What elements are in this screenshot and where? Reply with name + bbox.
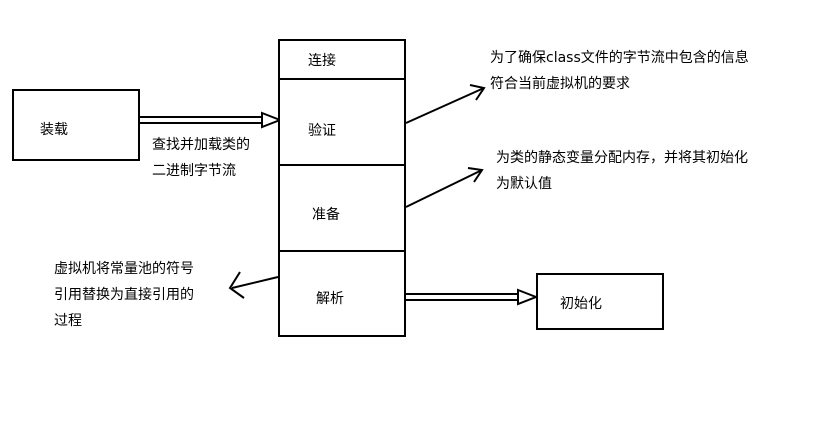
verify-annotation-line: 符合当前虚拟机的要求 (490, 76, 630, 92)
phase-verify: 验证 (280, 80, 404, 166)
phase-verify-label: 验证 (308, 123, 336, 139)
load-box-label: 装载 (40, 122, 68, 138)
phase-connect: 连接 (280, 41, 404, 80)
load-annotation-line: 查找并加载类的 (152, 137, 250, 153)
phase-resolve: 解析 (280, 252, 404, 335)
phase-connect-label: 连接 (308, 53, 336, 69)
phase-stack: 连接 验证 准备 解析 (278, 39, 406, 337)
prepare-annotation-line: 为类的静态变量分配内存，并将其初始化 (496, 150, 748, 166)
arrow-verify-to-note (405, 84, 486, 124)
prepare-annotation: 为类的静态变量分配内存，并将其初始化 为默认值 (496, 145, 748, 197)
phase-prepare-label: 准备 (312, 207, 340, 223)
prepare-annotation-line: 为默认值 (496, 176, 552, 192)
arrow-prepare-to-note (405, 167, 484, 208)
verify-annotation: 为了确保class文件的字节流中包含的信息 符合当前虚拟机的要求 (490, 45, 749, 97)
resolve-annotation-line: 过程 (54, 313, 82, 329)
init-box-label: 初始化 (560, 296, 602, 312)
arrow-resolve-to-note (228, 271, 279, 299)
arrow-resolve-to-init (404, 288, 539, 306)
arrow-load-to-verify (140, 111, 283, 129)
verify-annotation-line: 为了确保class文件的字节流中包含的信息 (490, 50, 749, 66)
phase-resolve-label: 解析 (316, 291, 344, 307)
load-annotation: 查找并加载类的 二进制字节流 (152, 132, 250, 184)
resolve-annotation-line: 引用替换为直接引用的 (54, 287, 194, 303)
resolve-annotation: 虚拟机将常量池的符号 引用替换为直接引用的 过程 (54, 256, 194, 334)
load-box: 装载 (12, 89, 140, 161)
resolve-annotation-line: 虚拟机将常量池的符号 (54, 261, 194, 277)
phase-prepare: 准备 (280, 166, 404, 252)
init-box: 初始化 (536, 273, 664, 330)
load-annotation-line: 二进制字节流 (152, 163, 236, 179)
